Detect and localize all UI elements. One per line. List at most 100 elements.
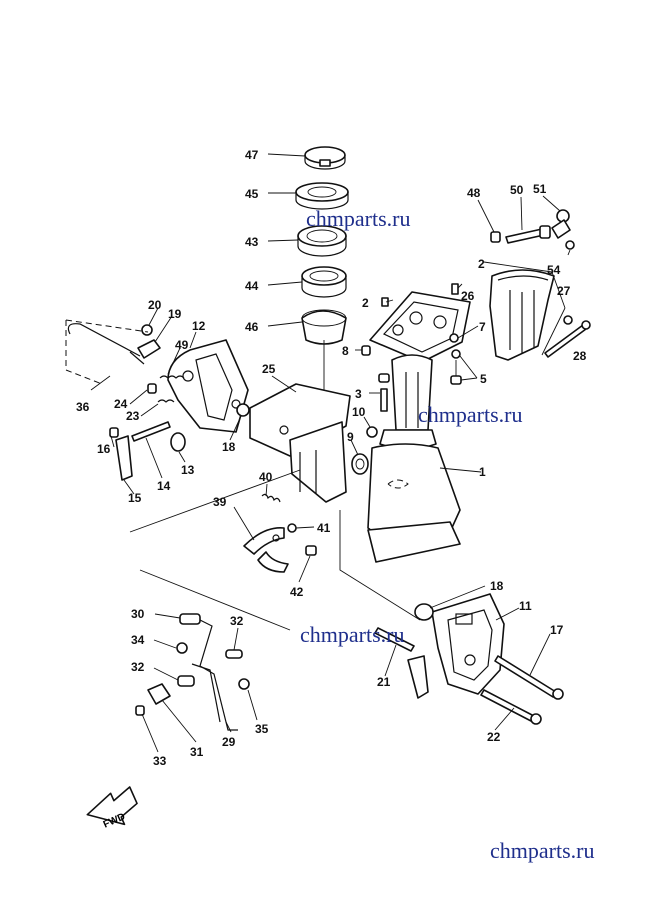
part-30-cap bbox=[179, 613, 201, 625]
callout-25: 25 bbox=[262, 362, 276, 376]
callout-13: 13 bbox=[181, 463, 195, 477]
part-35-collar bbox=[238, 678, 250, 690]
callout-12: 12 bbox=[192, 319, 206, 333]
part-40-spring bbox=[261, 493, 281, 503]
part-33-nut bbox=[135, 705, 145, 716]
callout-44: 44 bbox=[245, 279, 259, 293]
callout-29: 29 bbox=[222, 735, 236, 749]
part-7-nut bbox=[449, 333, 459, 343]
callout-18-left: 18 bbox=[222, 440, 236, 454]
callout-1: 1 bbox=[479, 465, 486, 479]
callout-28: 28 bbox=[573, 349, 587, 363]
part-32-rubber-a bbox=[225, 649, 243, 659]
part-27-nut bbox=[563, 315, 573, 325]
part-24-nut bbox=[147, 383, 157, 394]
callout-43: 43 bbox=[245, 235, 259, 249]
callout-32-top: 32 bbox=[230, 614, 244, 628]
callout-50: 50 bbox=[510, 183, 524, 197]
part-26-upper-casing bbox=[489, 269, 555, 361]
watermark-middle: chmparts.ru bbox=[418, 402, 522, 427]
part-12-clamp-bracket bbox=[167, 339, 249, 433]
callout-45: 45 bbox=[245, 187, 259, 201]
callout-3: 3 bbox=[355, 387, 362, 401]
part-42-bolt bbox=[305, 545, 317, 556]
callout-47: 47 bbox=[245, 148, 259, 162]
fwd-arrow-icon: FWD bbox=[86, 786, 138, 831]
part-18-washer-left bbox=[236, 403, 250, 417]
callout-2-right: 2 bbox=[478, 257, 485, 271]
callout-26: 26 bbox=[461, 289, 475, 303]
part-41-washer bbox=[287, 523, 297, 533]
part-13-bushing bbox=[170, 432, 186, 452]
callout-20: 20 bbox=[148, 298, 162, 312]
part-19-clip bbox=[137, 339, 161, 359]
part-11-clamp-bracket bbox=[431, 593, 505, 695]
part-20-nut bbox=[141, 324, 153, 336]
watermark-lower: chmparts.ru bbox=[300, 622, 404, 647]
part-32-rubber-b bbox=[177, 675, 195, 687]
callout-16: 16 bbox=[97, 442, 111, 456]
callout-8: 8 bbox=[342, 344, 349, 358]
part-14-tilt-pin bbox=[131, 421, 171, 442]
part-10-washer bbox=[366, 426, 378, 438]
callout-41: 41 bbox=[317, 521, 331, 535]
part-8-nut bbox=[361, 345, 371, 356]
part-49-spring bbox=[159, 375, 185, 379]
callout-2-left: 2 bbox=[362, 296, 369, 310]
callout-34: 34 bbox=[131, 633, 145, 647]
callout-10: 10 bbox=[352, 405, 366, 419]
callout-14: 14 bbox=[157, 479, 171, 493]
part-23-spring bbox=[157, 399, 175, 403]
part-47-clamp-ring bbox=[304, 146, 346, 170]
callout-40: 40 bbox=[259, 470, 273, 484]
part-50-bolt bbox=[505, 225, 551, 244]
callout-35: 35 bbox=[255, 722, 269, 736]
part-3-bolt bbox=[378, 373, 390, 412]
part-36-tilt-rod bbox=[67, 323, 145, 365]
callout-15: 15 bbox=[128, 491, 142, 505]
part-15-lever bbox=[115, 435, 133, 481]
part-18-washer-right bbox=[414, 603, 434, 621]
callout-18-right: 18 bbox=[490, 579, 504, 593]
part-48-nut bbox=[490, 231, 501, 243]
callout-5: 5 bbox=[480, 372, 487, 386]
callout-31: 31 bbox=[190, 745, 204, 759]
part-43-seal-ring bbox=[297, 225, 347, 257]
callout-39: 39 bbox=[213, 495, 227, 509]
callout-7: 7 bbox=[479, 320, 486, 334]
part-45-grommet bbox=[295, 182, 349, 210]
callout-54: 54 bbox=[547, 263, 561, 277]
part-34-collar bbox=[176, 642, 188, 654]
callout-labels: 47 45 43 44 46 48 50 51 54 2 2 26 27 28 … bbox=[76, 148, 587, 768]
part-39-tilt-lever bbox=[243, 527, 289, 573]
part-21-pin bbox=[374, 627, 429, 699]
callout-17: 17 bbox=[550, 623, 564, 637]
callout-22: 22 bbox=[487, 730, 501, 744]
part-31-bracket bbox=[147, 683, 171, 705]
part-51-lever bbox=[551, 209, 571, 239]
callout-23: 23 bbox=[126, 409, 140, 423]
watermark-bottom: chmparts.ru bbox=[490, 838, 594, 863]
callout-27: 27 bbox=[557, 284, 571, 298]
callout-32-left: 32 bbox=[131, 660, 145, 674]
part-16-nut bbox=[109, 427, 119, 438]
part-22-bolt bbox=[480, 689, 542, 725]
watermark-top: chmparts.ru bbox=[306, 206, 410, 231]
callout-51: 51 bbox=[533, 182, 547, 196]
part-46-damper bbox=[301, 309, 347, 345]
callout-46: 46 bbox=[245, 320, 259, 334]
part-1-drive-shaft-housing bbox=[367, 354, 461, 563]
part-9-mount-rubber bbox=[351, 453, 369, 475]
callout-24: 24 bbox=[114, 397, 128, 411]
part-29-rod bbox=[191, 619, 238, 731]
part-28-bolt bbox=[544, 320, 591, 358]
callout-36: 36 bbox=[76, 400, 90, 414]
callout-48: 48 bbox=[467, 186, 481, 200]
part-25-swivel-bracket bbox=[249, 383, 351, 503]
callout-19: 19 bbox=[168, 307, 182, 321]
part-2-stud bbox=[381, 283, 459, 307]
part-44-bushing bbox=[301, 266, 347, 298]
callout-11: 11 bbox=[519, 599, 532, 613]
part-17-bolt bbox=[494, 655, 564, 700]
